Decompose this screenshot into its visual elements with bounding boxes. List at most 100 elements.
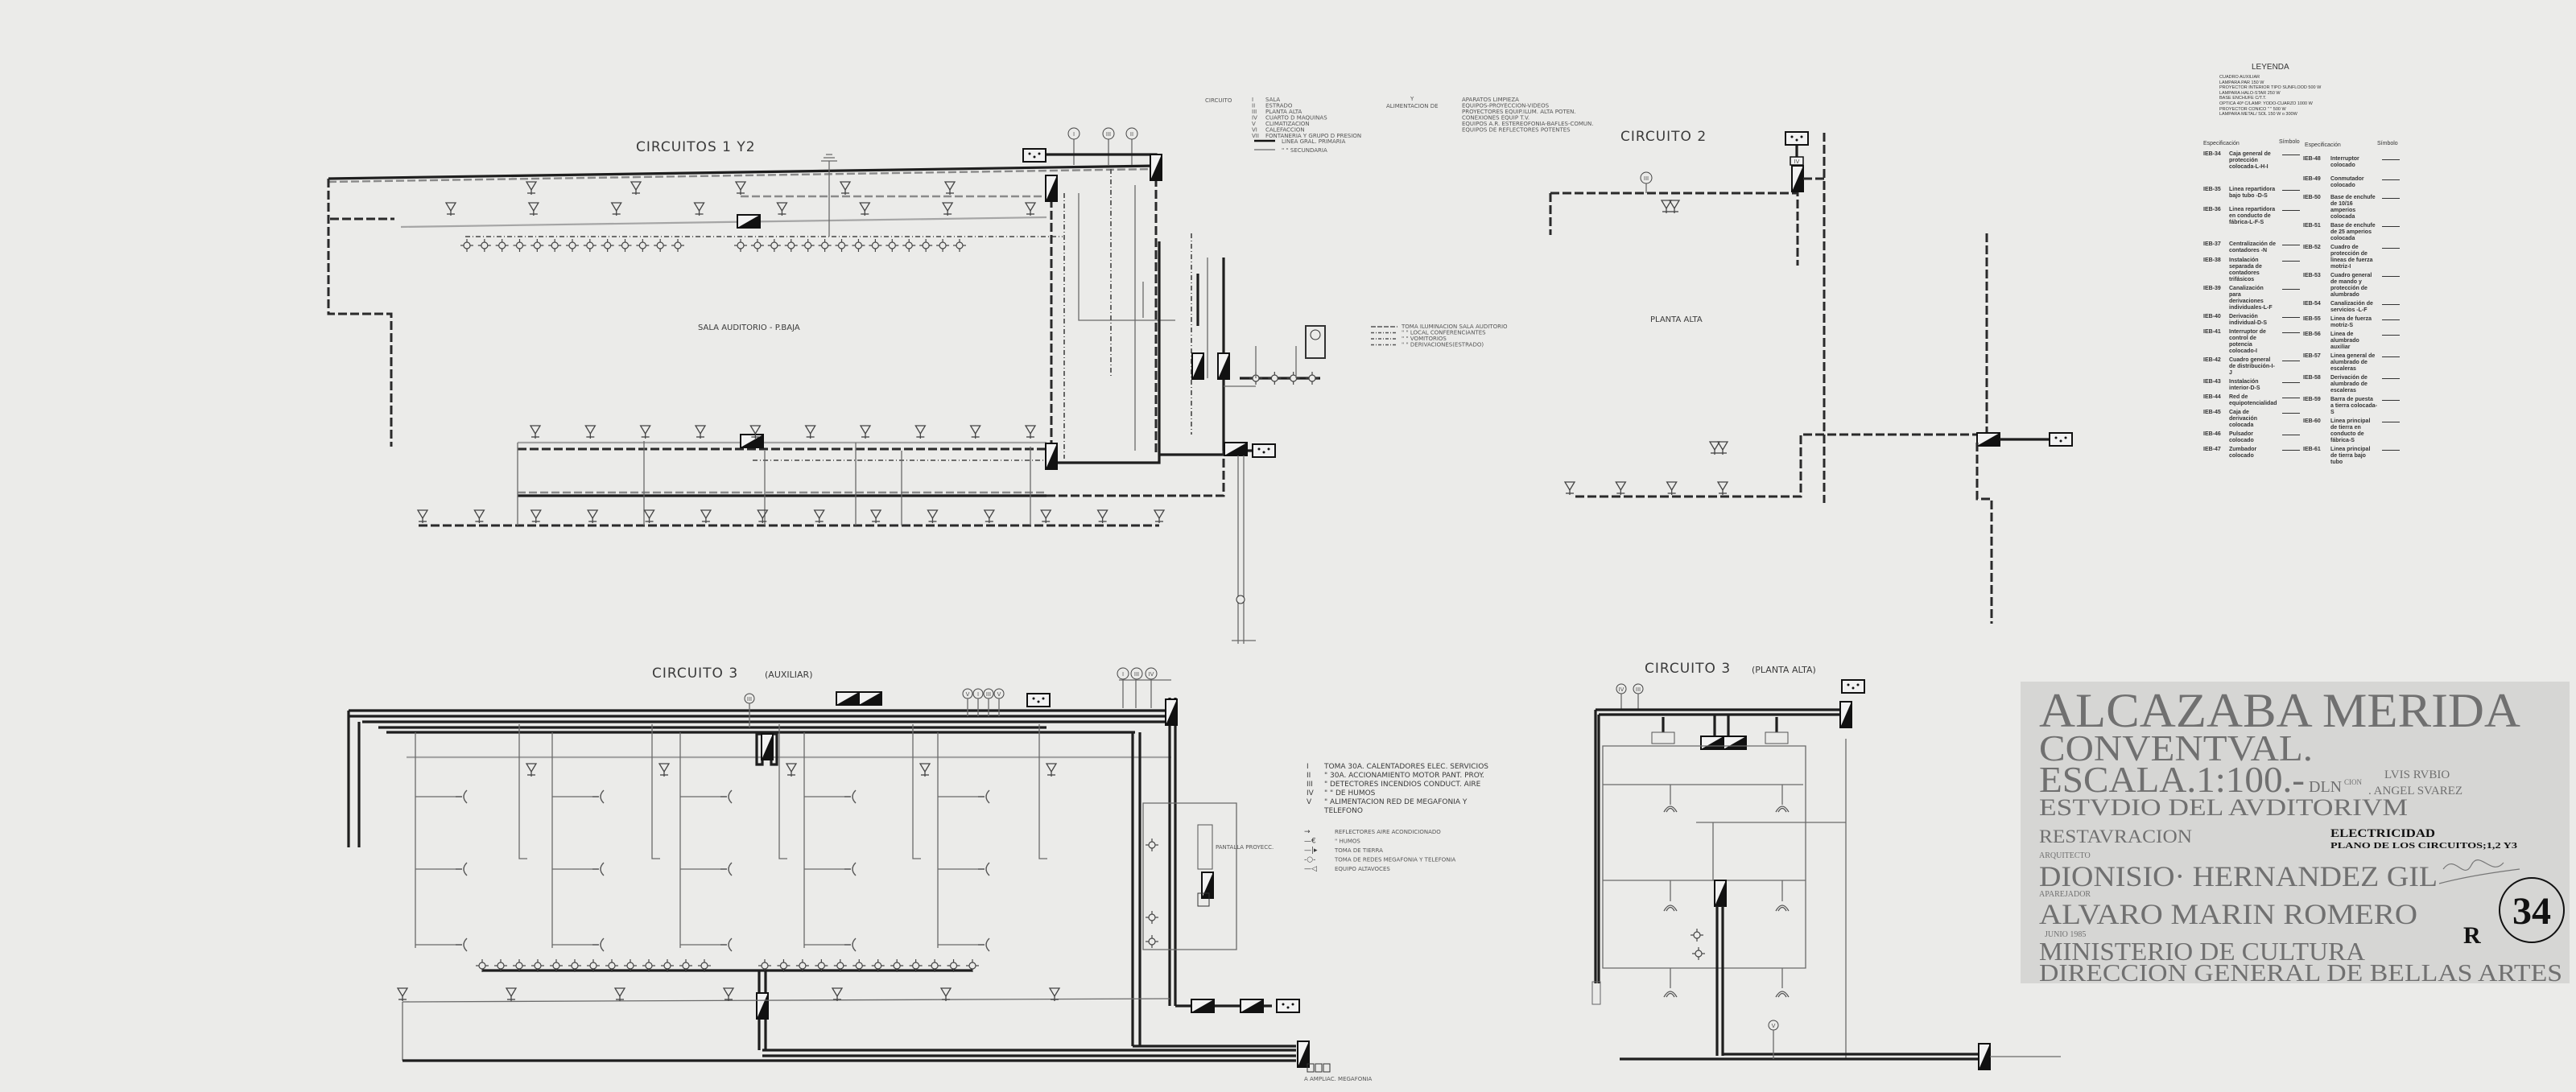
legend-symbol-icon (2382, 248, 2400, 249)
legend-spec-code: IEB-53 (2303, 273, 2321, 278)
legend-spec-code: IEB-48 (2303, 156, 2321, 162)
circuits-1-2-title: CIRCUITOS 1 Y2 (636, 139, 756, 155)
date-label: JUNIO 1985 (2045, 930, 2086, 939)
luminaire-icon (1145, 934, 1159, 949)
circuit-marker-v: V (1768, 1020, 1779, 1031)
legend-spec-description: Linea principal de tierra en conducto de… (2330, 418, 2371, 443)
luminaire-icon (750, 238, 765, 253)
hook-outlet-icon (1775, 905, 1790, 912)
legend-symbol-icon (2282, 413, 2300, 414)
lamp-lines-legend: TOMA ILUMINACION SALA AUDITORIO" " LOCAL… (1371, 323, 1508, 348)
circuit-legend-number: III (1252, 109, 1257, 115)
line-legend-secondary: " " SECUNDARIA (1282, 147, 1327, 154)
hook-outlet-icon (720, 789, 733, 804)
hook-outlet-icon (977, 937, 990, 952)
circuit-marker-iv: IV (1616, 683, 1627, 694)
lamp-icon (640, 425, 651, 439)
aux-symbol-label: TOMA DE REDES MEGAFONIA Y TELEFONIA (1334, 857, 1456, 863)
distribution-panel-icon (836, 691, 860, 706)
legend-connector: ALIMENTACION DE (1386, 103, 1439, 109)
legend-spec-description: Cuadro general de distribución-I-J (2229, 357, 2275, 376)
lamp-icon (700, 509, 712, 524)
lamp-icon (776, 202, 788, 216)
legend-spec-description: Cuadro de protección de lineas de fuerza… (2330, 245, 2373, 270)
legend-spec-code: IEB-49 (2303, 176, 2321, 182)
legend-spec-code: IEB-47 (2203, 447, 2221, 452)
auxiliary-board-icon (2049, 432, 2073, 447)
distribution-panel-icon (1700, 736, 1724, 750)
circuit-legend-feed: PROYECTORES EQUIP.ILUM. ALTA POTEN. (1462, 109, 1576, 115)
lamp-icon (1564, 481, 1575, 496)
branch-line (912, 724, 921, 859)
legend-spec-code: IEB-55 (2303, 316, 2321, 322)
symbol-header: Símbolo (2377, 141, 2398, 146)
lamp-icon (805, 425, 816, 439)
svg-text:V: V (966, 691, 970, 698)
legend-symbol-icon (2382, 179, 2400, 180)
legend-lamp-item: BASE ENCHUFE C/T.T. (2219, 96, 2267, 101)
legend-symbol-icon (2382, 400, 2400, 401)
luminaire-icon (952, 238, 967, 253)
distribution-panel-icon (1201, 872, 1214, 899)
aux-symbol-label: " HUMOS (1335, 839, 1360, 845)
branch-line (518, 724, 527, 859)
lamp-icon (757, 509, 768, 524)
legend-spec-code: IEB-51 (2303, 223, 2321, 229)
svg-text:I: I (1122, 671, 1124, 678)
luminaire-icon (767, 238, 782, 253)
legend-symbol-icon (2382, 335, 2400, 336)
branch-line (778, 724, 787, 859)
room-label-sala-auditorio: SALA AUDITORIO - P.BAJA (698, 323, 800, 332)
line-legend-primary: LINEA GRAL. PRIMARIA (1282, 138, 1346, 145)
lamp-line-label: " " DERIVACIONES(ESTRADO) (1402, 342, 1484, 348)
legend-symbol-icon (2382, 450, 2400, 451)
legend-spec-description: Linea de alumbrado auxiliar (2330, 332, 2359, 350)
auxiliary-board-icon (1026, 693, 1051, 707)
legend-spec-code: IEB-59 (2303, 397, 2321, 402)
distribution-panel-icon (1045, 175, 1058, 202)
ministry-label: MINISTERIO DE CULTURA (2039, 937, 2365, 966)
luminaire-icon (635, 238, 650, 253)
network-socket-icon (1691, 946, 1706, 961)
hook-outlet-icon (1663, 905, 1678, 912)
legend-symbol-icon (2382, 304, 2400, 305)
lamp-icon (1717, 441, 1728, 455)
hook-outlet-icon (1775, 806, 1790, 813)
lamp-icon (611, 202, 622, 216)
legend-spec-description: Linea de fuerza motriz-S (2330, 316, 2372, 328)
legend-symbol-icon (2282, 332, 2300, 333)
lamp-line-label: " " LOCAL CONFERENCIANTES (1402, 330, 1486, 336)
legend-spec-code: IEB-37 (2203, 241, 2221, 247)
lamp-icon (473, 509, 485, 524)
legend-spec-description: Canalización para derivaciones individua… (2229, 286, 2273, 311)
legend-spec-code: IEB-50 (2303, 195, 2321, 200)
circuit-legend-heading: CIRCUITO (1205, 97, 1232, 104)
lamp-icon (528, 202, 539, 216)
legend-lamp-item: LAMPARA HALO-STAR 250 W (2219, 90, 2281, 96)
aux-legend-label: TOMA 30A. CALENTADORES ELEC. SERVICIOS (1323, 763, 1488, 771)
luminaire-icon (495, 238, 510, 253)
legend-spec-code: IEB-36 (2203, 207, 2221, 212)
aux-legend-label: " ALIMENTACION RED DE MEGAFONIA Y (1324, 798, 1468, 806)
legend-spec-code: IEB-57 (2303, 353, 2321, 359)
luminaire-icon (617, 238, 633, 253)
legend-spec-description: Pulsador colocado (2229, 431, 2254, 443)
circuit-2-title: CIRCUITO 2 (1620, 129, 1707, 145)
lamp-icon (914, 425, 926, 439)
svg-text:V: V (1772, 1023, 1776, 1029)
aux-legend-number: I (1307, 763, 1309, 771)
legend-spec-description: Linea general de alumbrado de escaleras (2330, 353, 2376, 372)
legend-symbol-icon (2282, 289, 2300, 290)
legend-spec-description: Caja de derivación colocada (2229, 410, 2258, 428)
lamp-line-label: TOMA ILUMINACION SALA AUDITORIO (1401, 323, 1508, 330)
circuit-marker-ii: II (1125, 127, 1138, 140)
direction-label: DLN (2309, 778, 2342, 796)
project-subtitle: CONVENTVAL. (2039, 728, 2313, 769)
legend-spec-code: IEB-42 (2203, 357, 2221, 363)
lamp-icon (1661, 200, 1672, 214)
lamp-icon (814, 509, 825, 524)
hook-outlet-icon (592, 937, 605, 952)
